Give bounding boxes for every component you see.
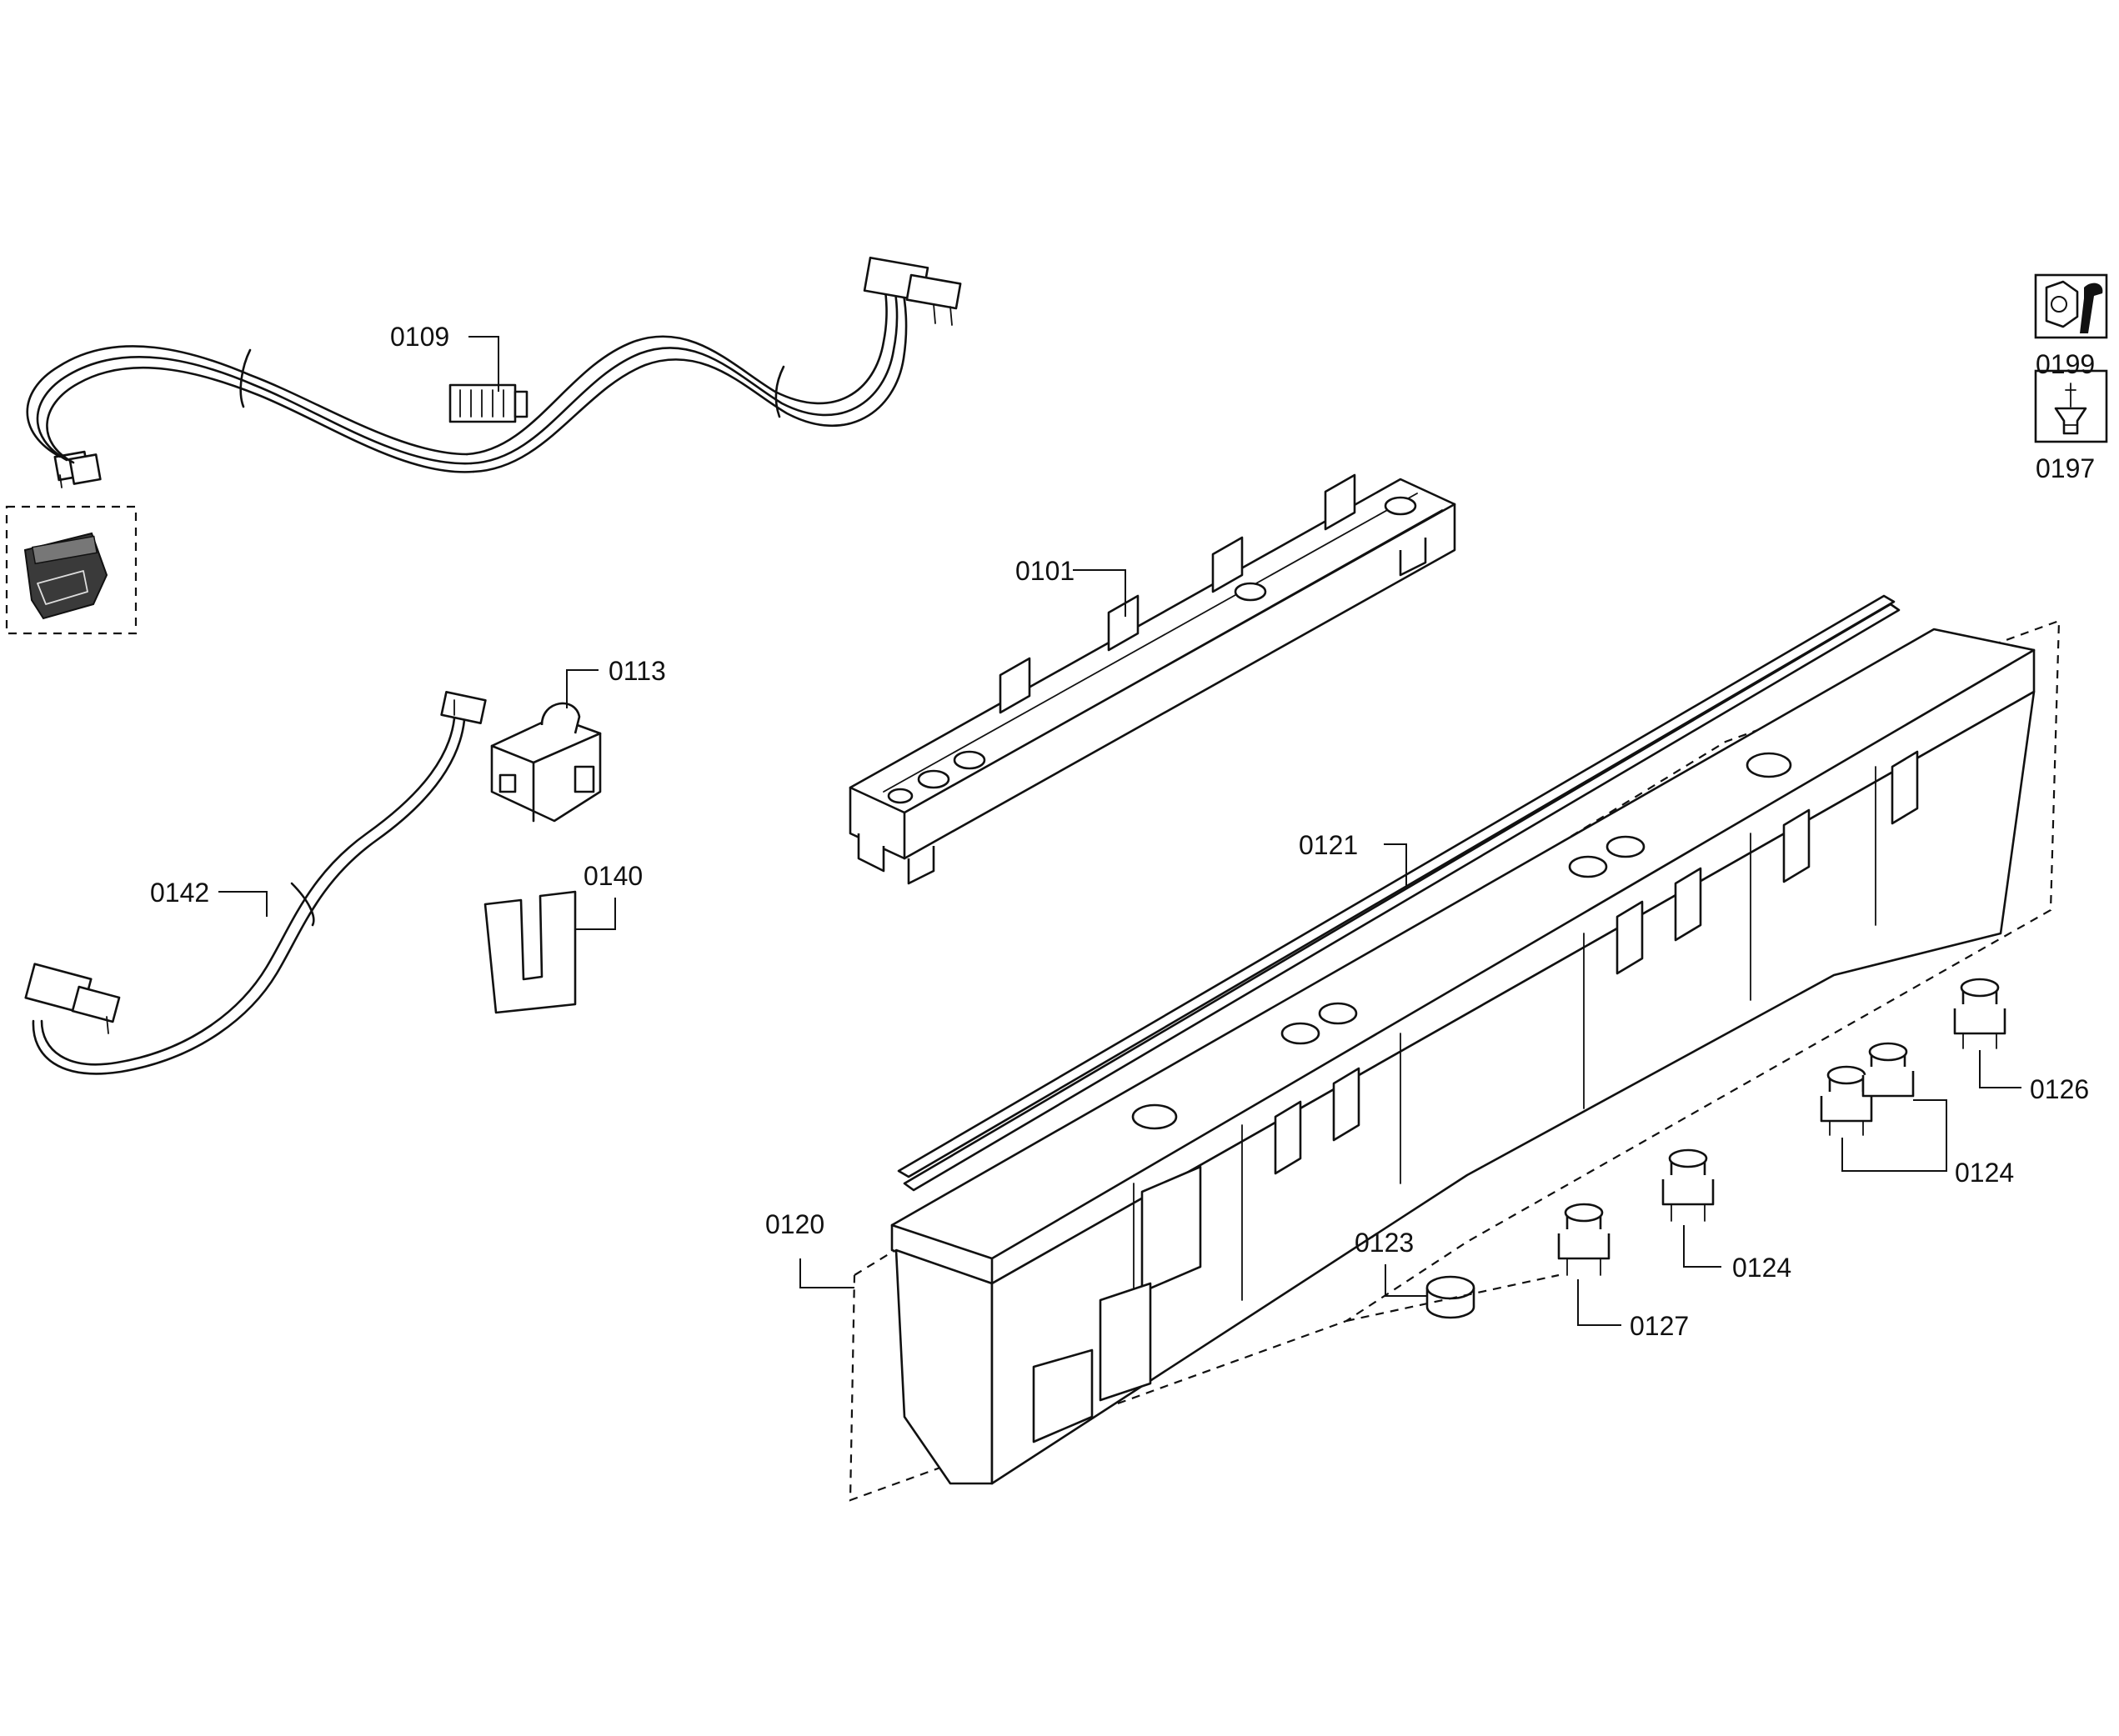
push-button-0124-b[interactable] [1820,1042,1915,1136]
wire-harness-0109[interactable] [26,256,962,488]
wrench-nut-icon [2034,273,2108,339]
label-0197: 0197 [2036,453,2095,483]
label-0120: 0120 [765,1209,824,1239]
push-button-0124-a[interactable] [1661,1148,1715,1222]
control-panel-0120[interactable] [890,628,2036,1485]
screw-icon [2034,369,2108,443]
push-button-0127[interactable] [1557,1203,1611,1276]
label-0124-a: 0124 [1732,1253,1791,1283]
label-0109: 0109 [390,322,449,352]
part-labels: 0109 0101 0113 0142 0140 0121 0120 0123 … [150,322,2095,1341]
label-0124-b: 0124 [1955,1158,2014,1188]
retaining-clip-0140[interactable] [483,890,577,1014]
connector-detail-inset [5,505,138,635]
label-0199: 0199 [2036,349,2095,379]
leader-lines [218,336,2021,1326]
round-button-0123[interactable] [1425,1275,1475,1319]
push-button-0126[interactable] [1953,978,2006,1049]
label-0142: 0142 [150,878,209,908]
seal-strip-0121[interactable] [897,594,1901,1192]
wire-harness-0142[interactable] [24,691,487,1075]
label-0126: 0126 [2030,1074,2089,1104]
buttons-boundary [1345,1273,1560,1323]
label-0121: 0121 [1299,830,1358,860]
label-0101: 0101 [1015,556,1075,586]
label-0140: 0140 [584,861,643,891]
label-0113: 0113 [609,656,666,686]
door-switch-0113[interactable] [490,702,602,823]
control-module-0101[interactable] [849,473,1456,885]
label-0123: 0123 [1355,1228,1414,1258]
label-0127: 0127 [1630,1311,1689,1341]
